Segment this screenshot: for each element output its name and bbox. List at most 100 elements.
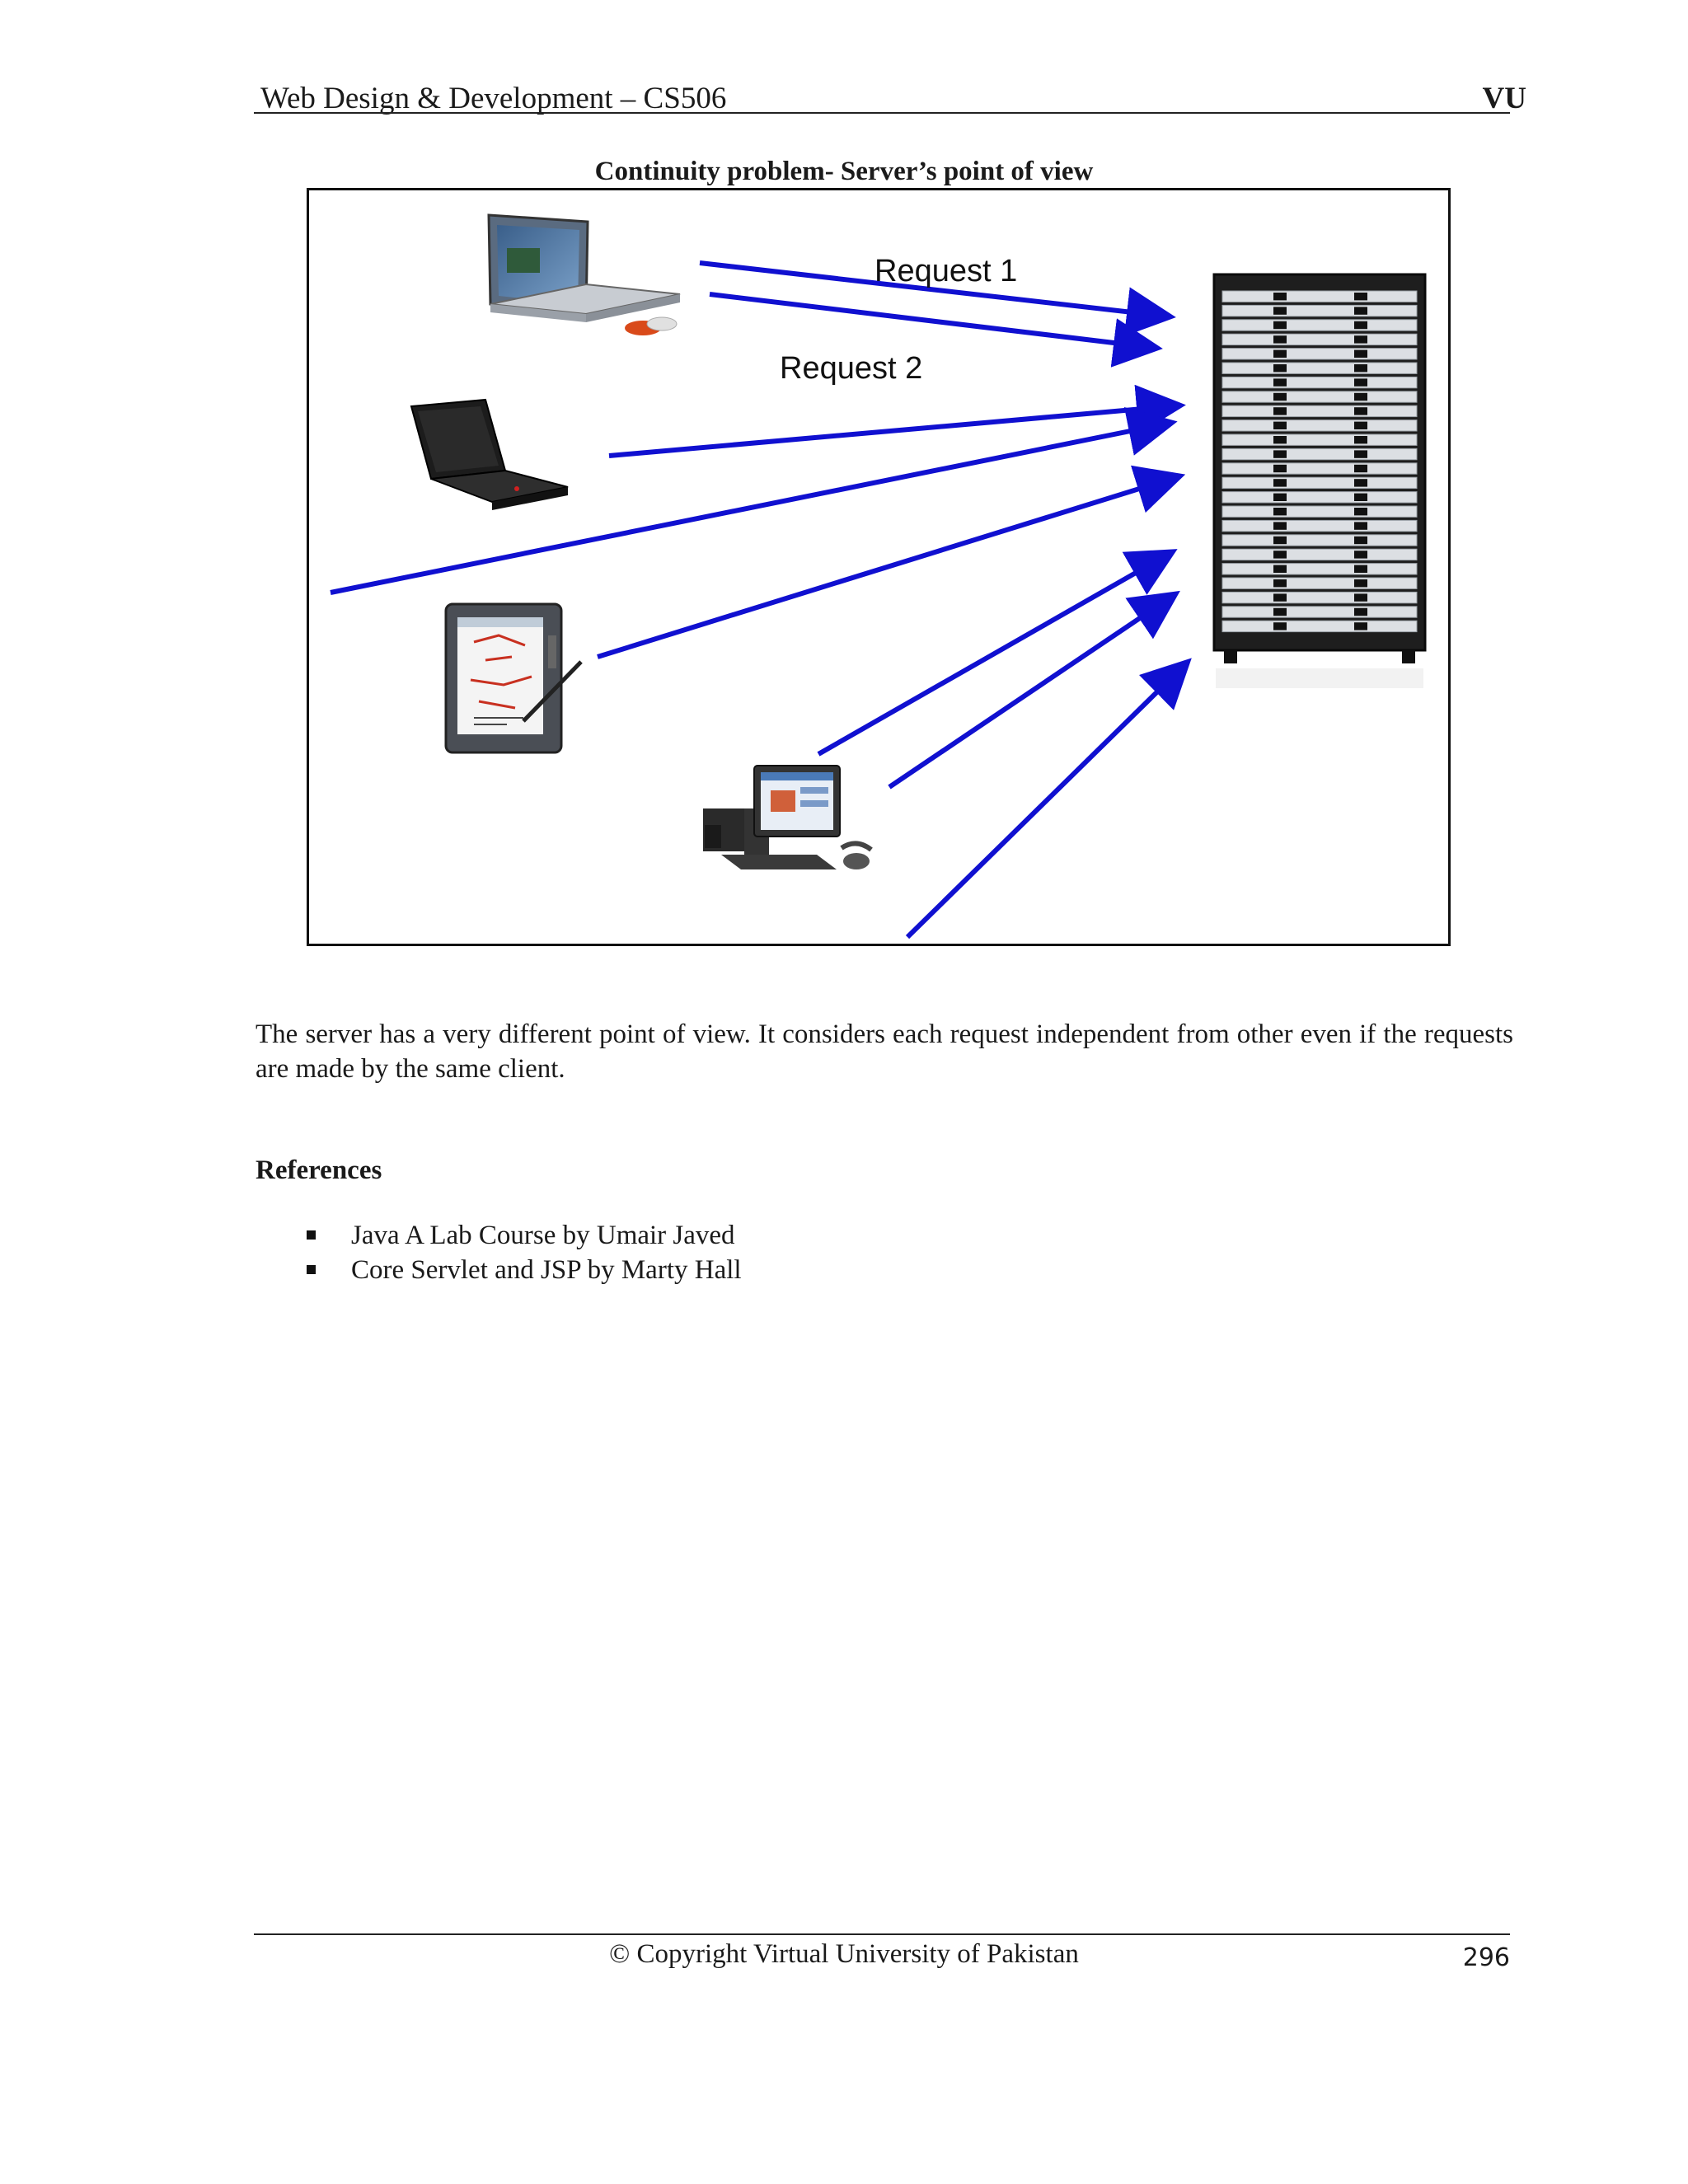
rack-unit: [1221, 462, 1418, 475]
rack-unit-slot: [1354, 392, 1367, 401]
rack-unit-slot: [1273, 378, 1287, 387]
rack-unit: [1221, 476, 1418, 490]
rack-unit: [1221, 391, 1418, 403]
rack-unit-slot: [1354, 493, 1367, 501]
arrow-desktop-1: [817, 549, 1178, 757]
rack-unit: [1221, 491, 1418, 504]
desktop-pc-icon: [703, 765, 873, 869]
arrow-thinkpad: [608, 384, 1186, 458]
rack-unit-slot: [1273, 293, 1287, 301]
rack-unit-slot: [1354, 321, 1367, 330]
thinkpad-laptop-icon: [410, 398, 569, 510]
rack-unit: [1221, 519, 1418, 532]
rack-unit: [1221, 620, 1418, 633]
rack-unit: [1221, 362, 1418, 374]
rack-unit-slot: [1354, 579, 1367, 588]
reference-item: Java A Lab Course by Umair Javed: [303, 1218, 742, 1253]
rack-unit: [1221, 563, 1418, 575]
rack-unit-slot: [1354, 378, 1367, 387]
arrow-desktop-2: [888, 590, 1180, 790]
reference-item: Core Servlet and JSP by Marty Hall: [303, 1253, 742, 1287]
rack-unit: [1221, 319, 1418, 331]
rack-unit-slot: [1354, 593, 1367, 602]
rack-unit: [1221, 304, 1418, 317]
server-rack-icon: [1212, 273, 1427, 688]
rack-unit-slot: [1273, 479, 1287, 487]
rack-unit-slot: [1354, 349, 1367, 358]
rack-unit: [1221, 534, 1418, 546]
rack-unit-slot: [1273, 321, 1287, 330]
rack-unit-slot: [1354, 607, 1367, 616]
request-arrows: [330, 260, 1192, 940]
rack-unit-slot: [1273, 522, 1287, 530]
rack-unit: [1221, 591, 1418, 604]
rack-unit-slot: [1273, 335, 1287, 344]
figure-diagram: Request 1 Request 2: [307, 188, 1451, 946]
rack-unit: [1221, 505, 1418, 518]
rack-unit-slot: [1354, 508, 1367, 516]
rack-unit-slot: [1273, 307, 1287, 315]
rack-unit: [1221, 333, 1418, 346]
rack-unit: [1221, 376, 1418, 389]
header-brand: VU: [1482, 82, 1526, 115]
rack-unit: [1221, 434, 1418, 446]
tablet-pc-icon: [444, 602, 583, 754]
laptop-icon: [487, 213, 681, 335]
rack-unit-slot: [1273, 565, 1287, 573]
arrow-request-1: [699, 260, 1176, 337]
rack-unit: [1221, 348, 1418, 360]
rack-unit-slot: [1273, 392, 1287, 401]
rack-unit: [1221, 606, 1418, 618]
rack-unit: [1221, 448, 1418, 461]
rack-unit-slot: [1354, 464, 1367, 473]
references-heading: References: [256, 1155, 382, 1185]
rack-unit-slot: [1273, 551, 1287, 559]
rack-unit-slot: [1273, 593, 1287, 602]
header-divider: [254, 112, 1510, 114]
arrow-desktop-3: [905, 658, 1192, 940]
rack-unit-slot: [1273, 349, 1287, 358]
references-list: Java A Lab Course by Umair Javed Core Se…: [303, 1218, 742, 1287]
page-number: 296: [1462, 1943, 1510, 1972]
arrow-request-2: [709, 292, 1163, 368]
rack-unit-slot: [1273, 464, 1287, 473]
rack-unit: [1221, 290, 1418, 302]
footer-divider: [254, 1933, 1510, 1935]
rack-unit-slot: [1273, 421, 1287, 429]
rack-unit: [1221, 419, 1418, 432]
rack-unit: [1221, 577, 1418, 589]
rack-unit-slot: [1273, 436, 1287, 444]
arrow-offscreen: [330, 406, 1178, 595]
rack-unit-slot: [1354, 407, 1367, 415]
diagram-canvas: Request 1 Request 2: [330, 213, 1427, 940]
rack-unit-slot: [1354, 307, 1367, 315]
rack-unit-slot: [1354, 551, 1367, 559]
rack-unit-slot: [1273, 536, 1287, 545]
rack-unit-slot: [1273, 493, 1287, 501]
rack-unit-slot: [1354, 622, 1367, 630]
rack-unit-slot: [1273, 508, 1287, 516]
figure-caption: Continuity problem- Server’s point of vi…: [594, 157, 1094, 186]
rack-unit-slot: [1273, 450, 1287, 458]
footer-copyright: © Copyright Virtual University of Pakist…: [609, 1939, 1079, 1969]
request-2-label: Request 2: [780, 351, 922, 386]
rack-unit-slot: [1273, 407, 1287, 415]
rack-unit-slot: [1354, 421, 1367, 429]
rack-unit-slot: [1354, 479, 1367, 487]
rack-unit: [1221, 405, 1418, 418]
rack-unit-slot: [1354, 335, 1367, 344]
body-paragraph: The server has a very different point of…: [256, 1019, 1513, 1084]
rack-unit: [1221, 548, 1418, 561]
rack-unit-slot: [1273, 364, 1287, 373]
rack-unit-slot: [1354, 522, 1367, 530]
rack-unit-slot: [1273, 607, 1287, 616]
rack-unit-slot: [1354, 436, 1367, 444]
rack-unit-slot: [1273, 622, 1287, 630]
rack-unit-slot: [1354, 293, 1367, 301]
rack-unit-slot: [1273, 579, 1287, 588]
rack-unit-slot: [1354, 565, 1367, 573]
rack-unit-slot: [1354, 364, 1367, 373]
request-1-label: Request 1: [874, 254, 1017, 288]
header-course-title: Web Design & Development – CS506: [260, 82, 727, 115]
arrow-tablet: [597, 465, 1186, 659]
